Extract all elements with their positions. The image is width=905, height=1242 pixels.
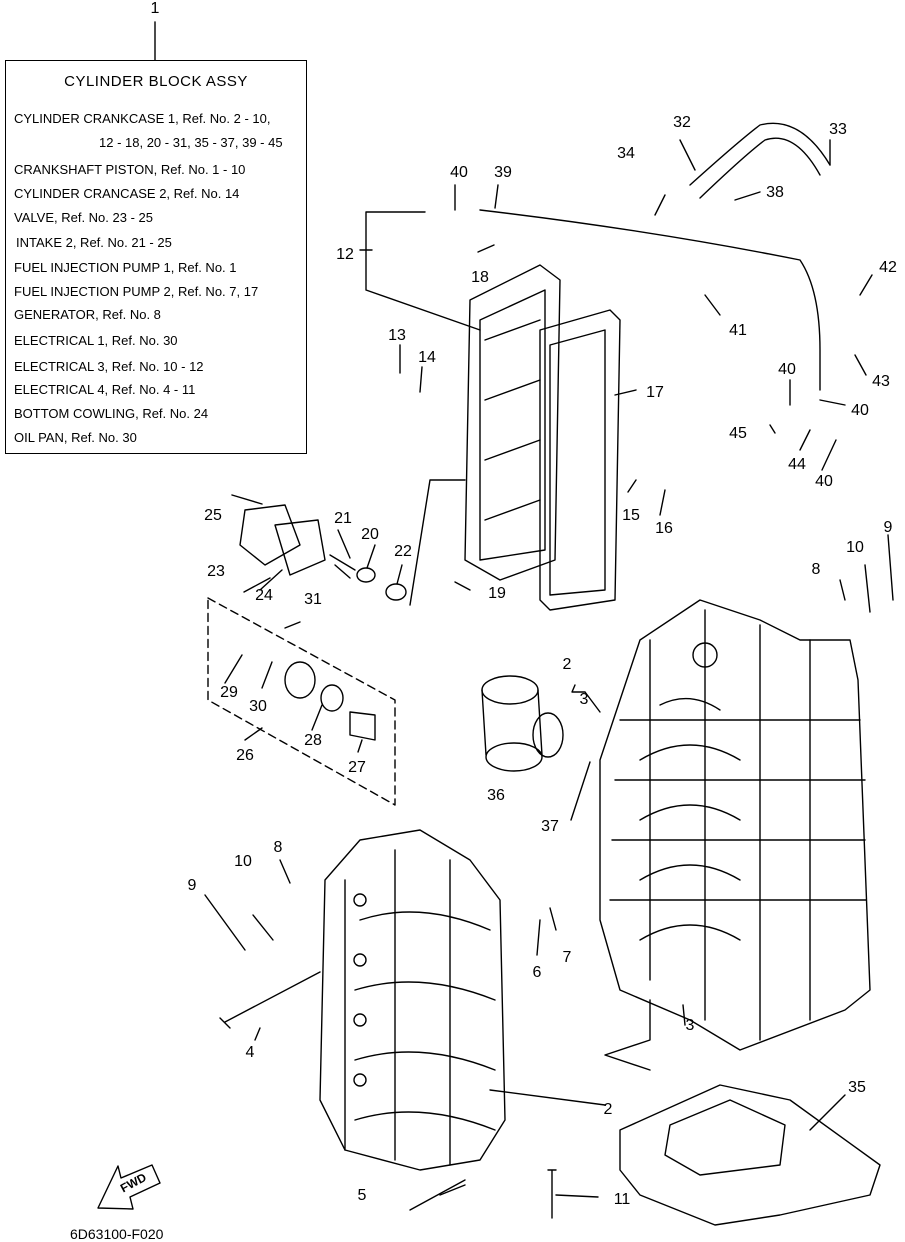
callout-label: 40 [815, 473, 833, 490]
callout-label: 40 [778, 361, 796, 378]
cylinder-crankcase-shape [599, 599, 871, 1051]
hose-32-shape [689, 122, 831, 199]
legend-line: CYLINDER CRANCASE 2, Ref. No. 14 [14, 186, 240, 201]
callout-label: 40 [851, 402, 869, 419]
callout-label: 15 [622, 507, 640, 524]
callout-label: 10 [846, 539, 864, 556]
callout-label: 36 [487, 787, 505, 804]
bolt-5-shape [409, 1179, 466, 1211]
callout-label: 20 [361, 526, 379, 543]
callout-leader-lines [204, 139, 894, 1198]
callout-label: 33 [829, 121, 847, 138]
callout-label: 24 [255, 587, 273, 604]
callout-label: 41 [729, 322, 747, 339]
legend-line: OIL PAN, Ref. No. 30 [14, 430, 137, 445]
legend-line: 12 - 18, 20 - 31, 35 - 37, 39 - 45 [99, 135, 283, 150]
legend-line: INTAKE 2, Ref. No. 21 - 25 [16, 235, 172, 250]
callout-label: 31 [304, 591, 322, 608]
callout-label: 39 [494, 164, 512, 181]
callout-label: 43 [872, 373, 890, 390]
callout-label: 4 [245, 1044, 255, 1061]
callout-label: 17 [646, 384, 664, 401]
callout-label: 5 [357, 1187, 367, 1204]
callout-label: 21 [334, 510, 352, 527]
callout-label: 23 [207, 563, 225, 580]
callout-label: 44 [788, 456, 806, 473]
callout-label: 27 [348, 759, 366, 776]
legend-line: VALVE, Ref. No. 23 - 25 [14, 210, 153, 225]
callout-label: 13 [388, 327, 406, 344]
legend-line: GENERATOR, Ref. No. 8 [14, 307, 161, 322]
callout-label: 9 [187, 877, 197, 894]
legend-line: ELECTRICAL 3, Ref. No. 10 - 12 [14, 359, 204, 374]
callout-label: 37 [541, 818, 559, 835]
callout-label: 29 [220, 684, 238, 701]
oil-filter-shape [481, 675, 564, 772]
legend-title: CYLINDER BLOCK ASSY [64, 73, 248, 90]
legend-line: CYLINDER CRANKCASE 1, Ref. No. 2 - 10, [14, 111, 271, 126]
assembly-number: 1 [150, 0, 160, 17]
fwd-arrow-icon [97, 1164, 161, 1210]
callout-label: 28 [304, 732, 322, 749]
callout-label: 14 [418, 349, 436, 366]
callout-label: 7 [562, 949, 572, 966]
callout-label: 32 [673, 114, 691, 131]
gasket-35-shape [619, 1084, 881, 1226]
callout-label: 2 [603, 1101, 613, 1118]
callout-label: 16 [655, 520, 673, 537]
callout-label: 38 [766, 184, 784, 201]
legend-line: FUEL INJECTION PUMP 2, Ref. No. 7, 17 [14, 284, 259, 299]
cylinder-head-shape [319, 829, 506, 1171]
callout-label: 2 [562, 656, 572, 673]
thermostat-group-shape [239, 504, 407, 601]
legend-line: ELECTRICAL 4, Ref. No. 4 - 11 [14, 382, 196, 397]
bolt-4-shape [219, 971, 321, 1029]
callout-label: 6 [532, 964, 542, 981]
callout-label: 42 [879, 259, 897, 276]
stud-11-shape [547, 1169, 557, 1219]
legend-line: CRANKSHAFT PISTON, Ref. No. 1 - 10 [14, 162, 246, 177]
pipe-line-shape [479, 209, 821, 391]
callout-label: 26 [236, 747, 254, 764]
callout-label: 19 [488, 585, 506, 602]
callout-label: 18 [471, 269, 489, 286]
cap-28-shape [284, 661, 316, 699]
callout-label: 22 [394, 543, 412, 560]
callout-label: 8 [811, 561, 821, 578]
exhaust-cover-shape [464, 264, 621, 611]
diagram-code: 6D63100-F020 [70, 1226, 164, 1242]
callout-label: 11 [613, 1191, 631, 1208]
legend-line: ELECTRICAL 1, Ref. No. 30 [14, 333, 178, 348]
legend-box: CYLINDER BLOCK ASSY CYLINDER CRANKCASE 1… [5, 60, 307, 454]
callout-label: 40 [450, 164, 468, 181]
callout-label: 12 [336, 246, 354, 263]
callout-label: 8 [273, 839, 283, 856]
callout-label: 3 [579, 691, 589, 708]
callout-label: 30 [249, 698, 267, 715]
callout-label: 9 [883, 519, 893, 536]
callout-label: 3 [685, 1017, 695, 1034]
legend-line: FUEL INJECTION PUMP 1, Ref. No. 1 [14, 260, 237, 275]
callout-label: 10 [234, 853, 252, 870]
callout-label: 45 [729, 425, 747, 442]
callout-label: 35 [848, 1079, 866, 1096]
subassembly-26-outline [207, 597, 396, 806]
callout-label: 34 [617, 145, 635, 162]
legend-line: BOTTOM COWLING, Ref. No. 24 [14, 406, 209, 421]
callout-label: 25 [204, 507, 222, 524]
